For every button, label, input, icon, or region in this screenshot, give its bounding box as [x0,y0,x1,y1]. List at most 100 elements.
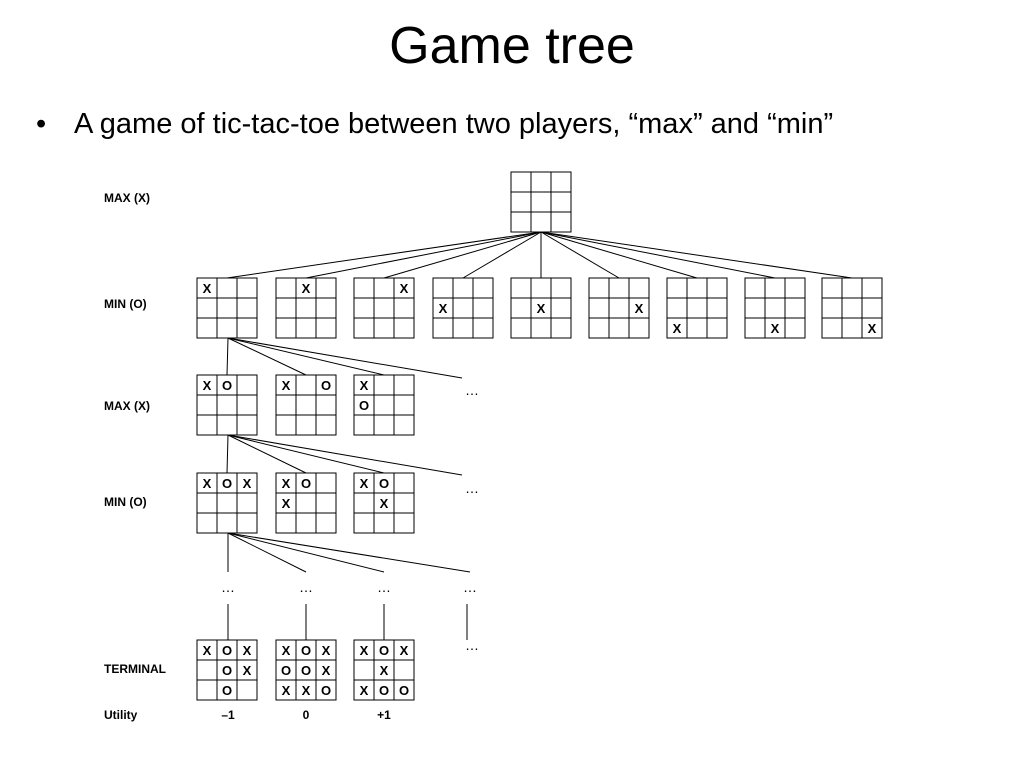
x-mark: X [322,663,331,678]
ellipsis: … [465,480,479,496]
level-label: MIN (O) [104,495,147,509]
edge-line [226,434,229,474]
level-label: MAX (X) [104,191,150,205]
max-board [196,374,258,436]
edge-line [227,434,385,474]
o-mark: O [222,663,232,678]
x-mark: X [673,321,682,336]
o-mark: O [399,683,409,698]
x-mark: X [380,496,389,511]
x-mark: X [400,281,409,296]
x-mark: X [282,643,291,658]
min-board [353,277,415,339]
ellipsis: … [377,579,391,595]
o-mark: O [301,643,311,658]
x-mark: X [360,683,369,698]
x-mark: X [360,378,369,393]
x-mark: X [243,476,252,491]
utility-value: 0 [303,708,310,722]
edge-line [383,231,542,279]
o-mark: O [379,683,389,698]
min-board [744,277,806,339]
max-board [353,374,415,436]
x-mark: X [771,321,780,336]
edge-line [226,231,542,279]
x-mark: X [203,281,212,296]
terminal-board [275,639,337,701]
utility-value: –1 [221,708,235,722]
min-board [666,277,728,339]
ellipsis: … [221,579,235,595]
x-mark: X [203,476,212,491]
bullet-text: A game of tic-tac-toe between two player… [74,108,834,140]
x-mark: X [360,476,369,491]
o-mark: O [222,378,232,393]
min-board [588,277,650,339]
o-mark: O [321,378,331,393]
x-mark: X [635,301,644,316]
o-mark: O [379,476,389,491]
ellipsis: … [465,382,479,398]
min-board [432,277,494,339]
x-mark: X [243,643,252,658]
x-mark: X [360,643,369,658]
edge-line [227,532,385,573]
x-mark: X [282,683,291,698]
ellipsis: … [299,579,313,595]
x-mark: X [439,301,448,316]
bullet-symbol: • [36,108,47,140]
o-mark: O [301,476,311,491]
o-mark: O [301,663,311,678]
x-mark: X [203,378,212,393]
level-label: MIN (O) [104,297,147,311]
level-label: MAX (X) [104,399,150,413]
edge-line [227,337,463,379]
terminal-board [353,639,415,701]
min-board [353,472,415,534]
terminal-board [196,639,258,701]
o-mark: O [222,476,232,491]
x-mark: X [380,663,389,678]
min-board [275,472,337,534]
utility-value: +1 [377,708,391,722]
o-mark: O [281,663,291,678]
x-mark: X [400,643,409,658]
x-mark: X [868,321,877,336]
edge-line [540,231,620,279]
x-mark: X [302,281,311,296]
edge-line [227,434,463,476]
edge-line [227,337,385,376]
x-mark: X [282,378,291,393]
x-mark: X [282,496,291,511]
edge-line [305,231,542,279]
min-board [196,472,258,534]
max-board [275,374,337,436]
edge-line [540,231,776,279]
min-board [510,277,572,339]
edge-line [540,231,853,279]
x-mark: X [302,683,311,698]
x-mark: X [282,476,291,491]
root-board [510,171,572,233]
edge-line [540,231,698,279]
edge-line [462,231,542,279]
level-label: TERMINAL [104,662,166,676]
edge-line [227,532,471,573]
o-mark: O [359,398,369,413]
x-mark: X [322,643,331,658]
ellipsis: … [463,579,477,595]
slide-title: Game tree [389,17,635,75]
x-mark: X [537,301,546,316]
ellipsis: … [465,637,479,653]
edge-line [227,337,307,376]
x-mark: X [243,663,252,678]
edge-line [226,337,229,376]
o-mark: O [321,683,331,698]
o-mark: O [379,643,389,658]
o-mark: O [222,643,232,658]
edge-line [227,434,307,474]
min-board [275,277,337,339]
o-mark: O [222,683,232,698]
min-board [196,277,258,339]
